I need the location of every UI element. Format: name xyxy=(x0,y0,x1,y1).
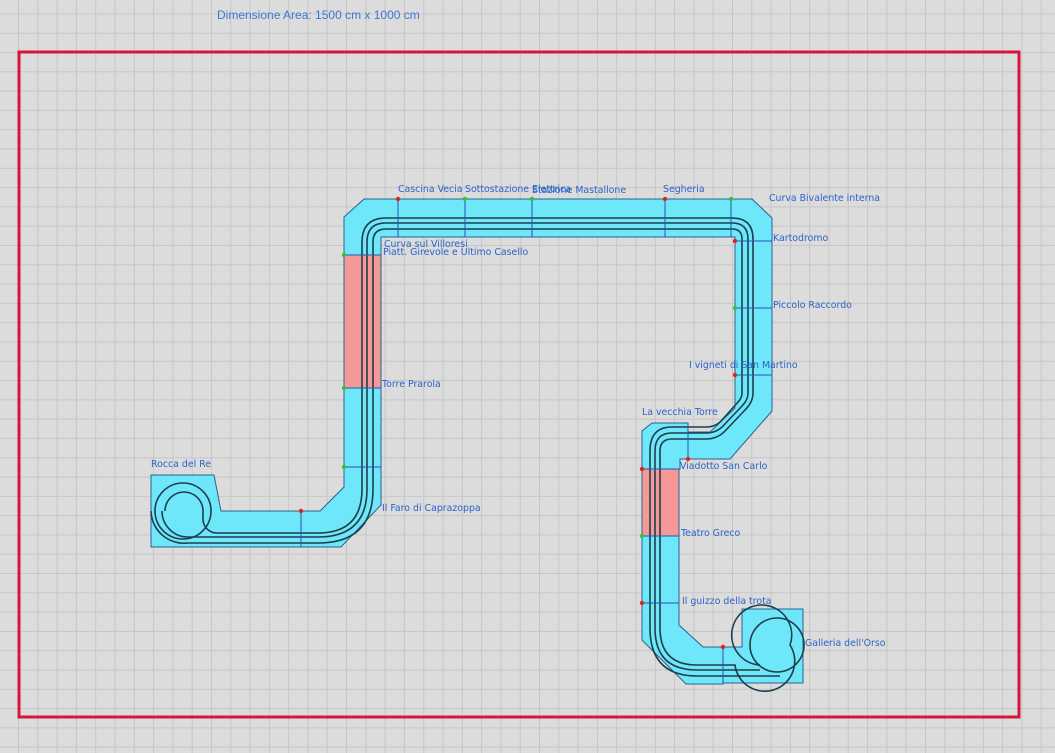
label-piatt-girevole: Piatt. Girevole e Ultimo Casello xyxy=(383,247,529,258)
connector-dots xyxy=(298,196,738,650)
label-piccolo-raccordo: Piccolo Raccordo xyxy=(773,300,852,311)
module-curva-bivalente-interna[interactable] xyxy=(730,198,773,242)
label-la-vecchia-torre: La vecchia Torre xyxy=(642,407,718,418)
label-il-faro-di-caprazoppa: Il Faro di Caprazoppa xyxy=(382,503,481,514)
label-rocca-del-re: Rocca del Re xyxy=(151,459,211,470)
module-joints xyxy=(300,199,772,684)
area-dimension-label: Dimensione Area: 1500 cm x 1000 cm xyxy=(217,8,420,22)
label-sottostazione-elettrica: Sottostazione Elettrica xyxy=(465,184,571,195)
label-i-vigneti-di-san-martino: I vigneti di San Martino xyxy=(689,360,798,371)
module-il-guizzo-della-trota[interactable] xyxy=(641,602,724,685)
label-galleria-dell-orso: Galleria dell'Orso xyxy=(805,638,886,649)
label-il-guizzo-della-trota: Il guizzo della trota xyxy=(682,596,772,607)
loop-rocca-del-re xyxy=(154,482,212,540)
label-viadotto-san-carlo: Viadotto San Carlo xyxy=(680,461,768,472)
module-il-faro-di-caprazoppa[interactable] xyxy=(300,466,382,548)
label-torre-prarola: Torre Prarola xyxy=(381,379,441,390)
label-curva-sul-villoresi: Curva sul Villoresi xyxy=(384,239,468,250)
label-stazione-mastallone: Stazione Mastallone xyxy=(532,185,626,196)
label-teatro-greco: Teatro Greco xyxy=(680,528,741,539)
label-segheria: Segheria xyxy=(663,184,705,195)
label-curva-bivalente-interna: Curva Bivalente interna xyxy=(769,193,880,204)
label-cascina-vecia: Cascina Vecia xyxy=(398,184,463,195)
label-kartodromo: Kartodromo xyxy=(773,233,828,244)
loop-galleria-dell-orso xyxy=(749,617,805,673)
area-border xyxy=(17,50,1021,719)
